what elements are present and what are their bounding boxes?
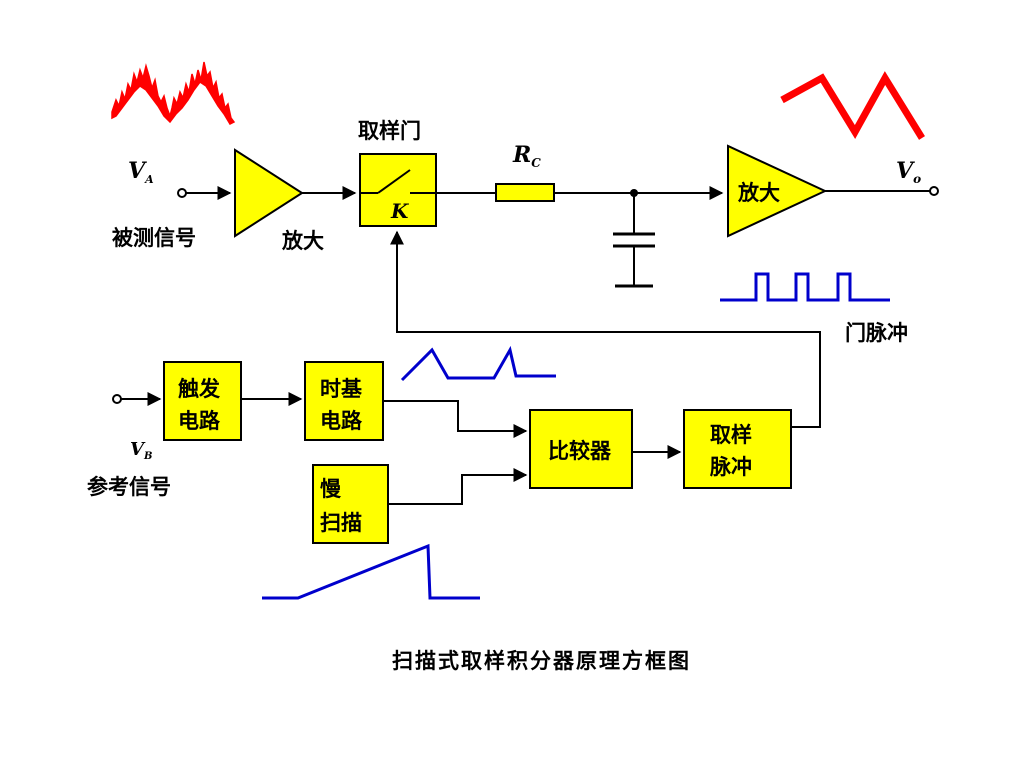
clean-output-waveform: [780, 71, 925, 140]
trigger-circuit-line1: 触发: [178, 377, 221, 401]
noisy-input-waveform: [111, 61, 236, 125]
slow-scan-ramp-waveform: [262, 543, 480, 600]
slow-scan-box: [312, 464, 389, 544]
output-symbol: Vo: [896, 158, 921, 186]
input-signal-label: 被测信号: [112, 226, 196, 250]
sampling-pulse-line2: 脉冲: [709, 455, 752, 479]
gate-switch-label: K: [390, 199, 410, 223]
input-symbol: VA: [128, 158, 154, 186]
trigger-circuit-line2: 电路: [178, 409, 221, 433]
slow-scan-to-comparator-wire: [388, 468, 528, 505]
input-terminal: [177, 188, 187, 198]
timebase-circuit-line2: 电路: [320, 409, 363, 433]
gate-pulse-waveform: [720, 272, 890, 302]
gate-pulse-label: 门脉冲: [845, 321, 908, 345]
trigger-circuit-box: [163, 361, 242, 441]
comparator-label: 比较器: [548, 439, 612, 463]
reference-terminal: [112, 394, 122, 404]
gate-pulse-feedback-wire: [390, 230, 821, 428]
input-amplifier-label: 放大: [281, 229, 324, 253]
sampling-gate-title: 取样门: [358, 119, 421, 143]
sampling-pulse-box: [683, 409, 792, 489]
sampling-pulse-line1: 取样: [710, 423, 752, 447]
comparator-box: [529, 409, 633, 489]
output-amplifier-label: 放大: [737, 181, 780, 205]
resistor: [495, 183, 555, 202]
diagram-caption: 扫描式取样积分器原理方框图: [392, 649, 691, 673]
reference-signal-label: 参考信号: [87, 475, 171, 499]
timebase-circuit-box: [304, 361, 384, 441]
resistor-symbol: RC: [512, 142, 541, 170]
timebase-circuit-line1: 时基: [320, 377, 363, 401]
sampling-gate-box: [359, 153, 437, 227]
gate-switch-blade: [377, 169, 411, 194]
timebase-ramp-waveform: [400, 345, 556, 382]
slow-scan-line1: 慢: [320, 477, 342, 501]
slow-scan-line2: 扫描: [320, 511, 362, 535]
reference-symbol: VB: [130, 439, 152, 462]
timebase-to-comparator-wire: [383, 400, 528, 438]
input-amplifier: [234, 148, 304, 238]
output-terminal: [929, 186, 939, 196]
output-amplifier: [727, 144, 828, 238]
